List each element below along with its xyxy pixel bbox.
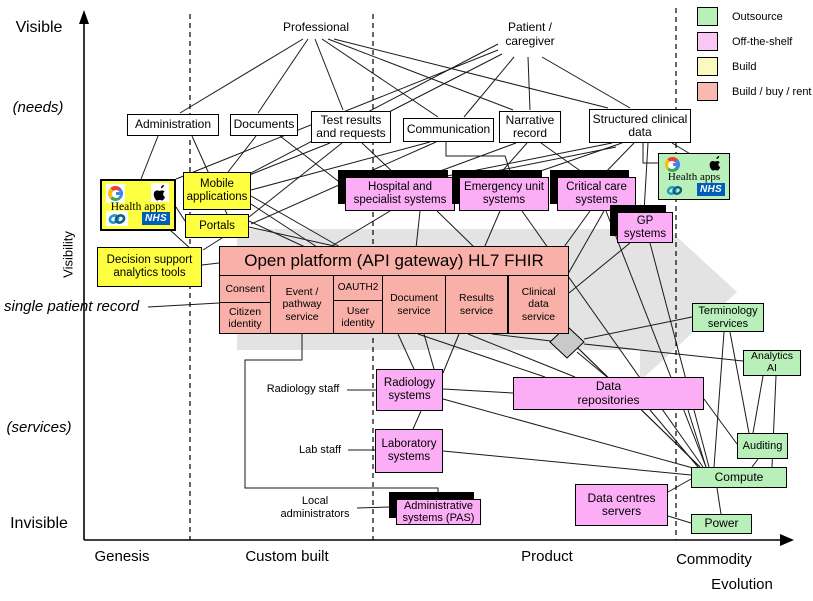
need-structured-clinical-data: Structured clinical data <box>589 109 691 143</box>
staff-lab: Lab staff <box>299 444 341 456</box>
nhs-logo: NHS <box>696 183 725 196</box>
system-radiology: Radiology systems <box>376 369 443 411</box>
google-icon <box>663 156 681 173</box>
actor-professional: Professional <box>282 20 350 34</box>
y-label-visible: Visible <box>15 19 63 36</box>
legend-label: Build <box>732 60 757 73</box>
legend-swatch-off-the-shelf <box>697 32 718 51</box>
platform-results-service: Results service <box>445 275 508 334</box>
legend-item-off-the-shelf: Off-the-shelf <box>697 32 792 51</box>
health-apps-label: Health apps <box>667 171 721 183</box>
platform-event-pathway-service: Event / pathway service <box>270 275 334 334</box>
legend-swatch-build-buy-rent <box>697 82 718 101</box>
legend-swatch-outsource <box>697 7 718 26</box>
need-narrative-record: Narrative record <box>499 111 561 143</box>
apple-icon <box>151 183 169 202</box>
platform-oauth2: OAUTH2 <box>333 275 383 301</box>
x-axis-title: Evolution <box>711 576 773 593</box>
x-stage-genesis: Genesis <box>94 548 150 565</box>
junction-diamond <box>549 325 585 359</box>
legend-item-build: Build <box>697 57 756 76</box>
outsource-power: Power <box>691 514 752 534</box>
outsource-terminology-services: Terminology services <box>692 303 764 332</box>
google-icon <box>106 184 125 203</box>
need-communication: Communication <box>403 118 494 142</box>
axes <box>83 22 782 541</box>
y-label-invisible: Invisible <box>10 515 68 532</box>
platform-citizen-identity: Citizen identity <box>219 302 271 334</box>
health-apps-build-box: Health apps NHS <box>100 179 176 231</box>
need-documents: Documents <box>230 114 298 136</box>
link-icon <box>106 211 128 226</box>
y-label-services: (services) <box>6 419 72 436</box>
apple-icon <box>707 155 723 172</box>
need-test-results: Test results and requests <box>311 111 391 143</box>
y-axis-title: Visibility <box>60 231 76 278</box>
platform-document-service: Document service <box>382 275 446 334</box>
legend-label: Outsource <box>732 10 783 23</box>
legend-item-outsource: Outsource <box>697 7 783 26</box>
y-label-single-patient-record: single patient record <box>4 298 140 315</box>
legend-label: Build / buy / rent <box>732 85 812 98</box>
system-gp: GP systems <box>617 212 673 243</box>
outsource-auditing: Auditing <box>737 433 788 459</box>
platform-title: Open platform (API gateway) HL7 FHIR <box>219 246 569 276</box>
build-decision-support: Decision support analytics tools <box>97 247 202 287</box>
platform-clinical-data-service: Clinical data service <box>507 275 569 334</box>
actor-patient-caregiver: Patient / caregiver <box>505 20 555 48</box>
platform-consent: Consent <box>219 275 271 303</box>
x-stage-commodity: Commodity <box>676 551 752 568</box>
outsource-compute: Compute <box>691 467 787 488</box>
health-apps-label: Health apps <box>110 201 166 213</box>
system-admin-pas: Administrative systems (PAS) <box>396 499 481 525</box>
outsource-analytics-ai: Analytics AI <box>743 350 801 376</box>
system-emergency-unit: Emergency unit systems <box>459 177 549 211</box>
system-hospital-specialist: Hospital and specialist systems <box>345 177 455 211</box>
y-axis-arrowhead <box>79 10 89 24</box>
nhs-logo: NHS <box>141 212 170 225</box>
build-mobile-applications: Mobile applications <box>183 172 251 210</box>
system-laboratory: Laboratory systems <box>375 429 443 473</box>
staff-local-administrators: Local administrators <box>280 495 350 520</box>
staff-radiology: Radiology staff <box>266 383 340 395</box>
y-label-needs: (needs) <box>12 99 64 116</box>
need-administration: Administration <box>127 114 219 136</box>
link-icon <box>664 183 684 197</box>
platform-user-identity: User identity <box>333 300 383 334</box>
build-portals: Portals <box>185 214 249 238</box>
system-critical-care: Critical care systems <box>557 177 636 211</box>
x-axis-arrowhead <box>780 534 794 546</box>
legend-item-build-buy-rent: Build / buy / rent <box>697 82 812 101</box>
legend-swatch-build <box>697 57 718 76</box>
health-apps-outsource-box: Health apps NHS <box>658 153 730 200</box>
x-stage-product: Product <box>521 548 573 565</box>
x-stage-custom-built: Custom built <box>245 548 329 565</box>
system-data-centres: Data centres servers <box>575 484 668 526</box>
system-data-repositories: Data repositories <box>513 377 704 410</box>
legend-label: Off-the-shelf <box>732 35 793 48</box>
